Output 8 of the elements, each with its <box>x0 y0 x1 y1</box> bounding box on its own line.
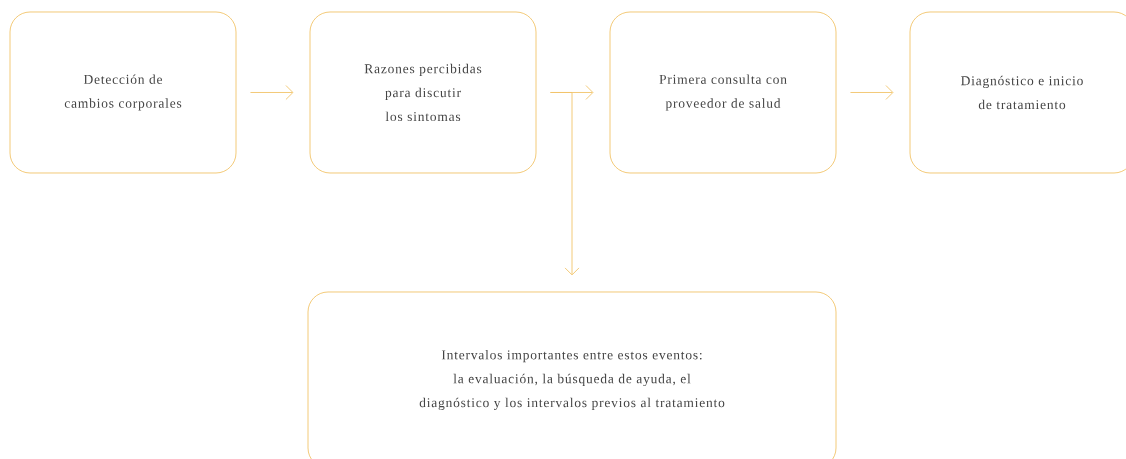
process-box: Primera consulta con proveedor de salud <box>609 11 837 174</box>
arrow <box>250 85 294 100</box>
arrow <box>850 85 894 100</box>
arrow <box>550 92 580 276</box>
process-box: Intervalos importantes entre estos eventos: la evaluación, la búsqueda de ayuda, el diagnóstico y los intervalos previos al tratamiento <box>307 291 837 459</box>
process-box: Detección de cambios corporales <box>9 11 237 174</box>
process-box: Razones percibidas para discutir los sintomas <box>309 11 537 174</box>
process-box: Diagnóstico e inicio de tratamiento <box>909 11 1126 174</box>
